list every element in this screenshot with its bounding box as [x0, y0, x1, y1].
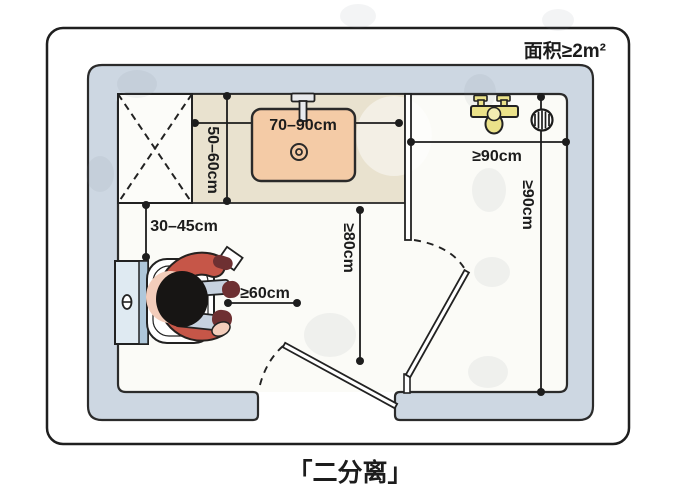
stall-diagonal-icon [117, 93, 193, 204]
shower-mixer-icon [470, 94, 519, 135]
watermarks [86, 4, 574, 388]
person-foot-upper [222, 280, 241, 299]
label-toilet-clearance: ≥60cm [240, 285, 290, 302]
partition-wall [404, 93, 412, 241]
label-sink-width: 70–90cm [269, 117, 337, 134]
person-hand-upper [213, 254, 233, 271]
door-leaf-left [281, 341, 399, 410]
label-passage: ≥80cm [340, 223, 357, 273]
door-leaf-right [404, 268, 471, 379]
label-wetroom-depth: ≥90cm [519, 180, 536, 230]
person-on-toilet [146, 245, 244, 342]
sink-drain-icon [290, 143, 308, 161]
label-wetroom-width: ≥90cm [472, 148, 522, 165]
person-hand-lower [211, 321, 231, 337]
label-toilet-offset: 30–45cm [150, 218, 218, 235]
sink-faucet-icon [290, 92, 316, 122]
doors [258, 239, 471, 410]
shower-stall [117, 93, 193, 204]
door-swing-arc-right [413, 239, 467, 272]
area-note: 面积≥2m² [524, 40, 606, 62]
sink [250, 107, 357, 183]
person-head [156, 271, 208, 327]
label-counter-depth: 50–60cm [204, 126, 221, 194]
walls [86, 63, 595, 422]
dimension-dots [142, 92, 570, 396]
watermark-light [356, 96, 432, 176]
figure-caption: 「二分离」 [287, 458, 412, 487]
floor-drain-icon [530, 108, 554, 132]
sink-drain-icon [295, 148, 303, 156]
door-swing-arc-left [258, 345, 284, 390]
